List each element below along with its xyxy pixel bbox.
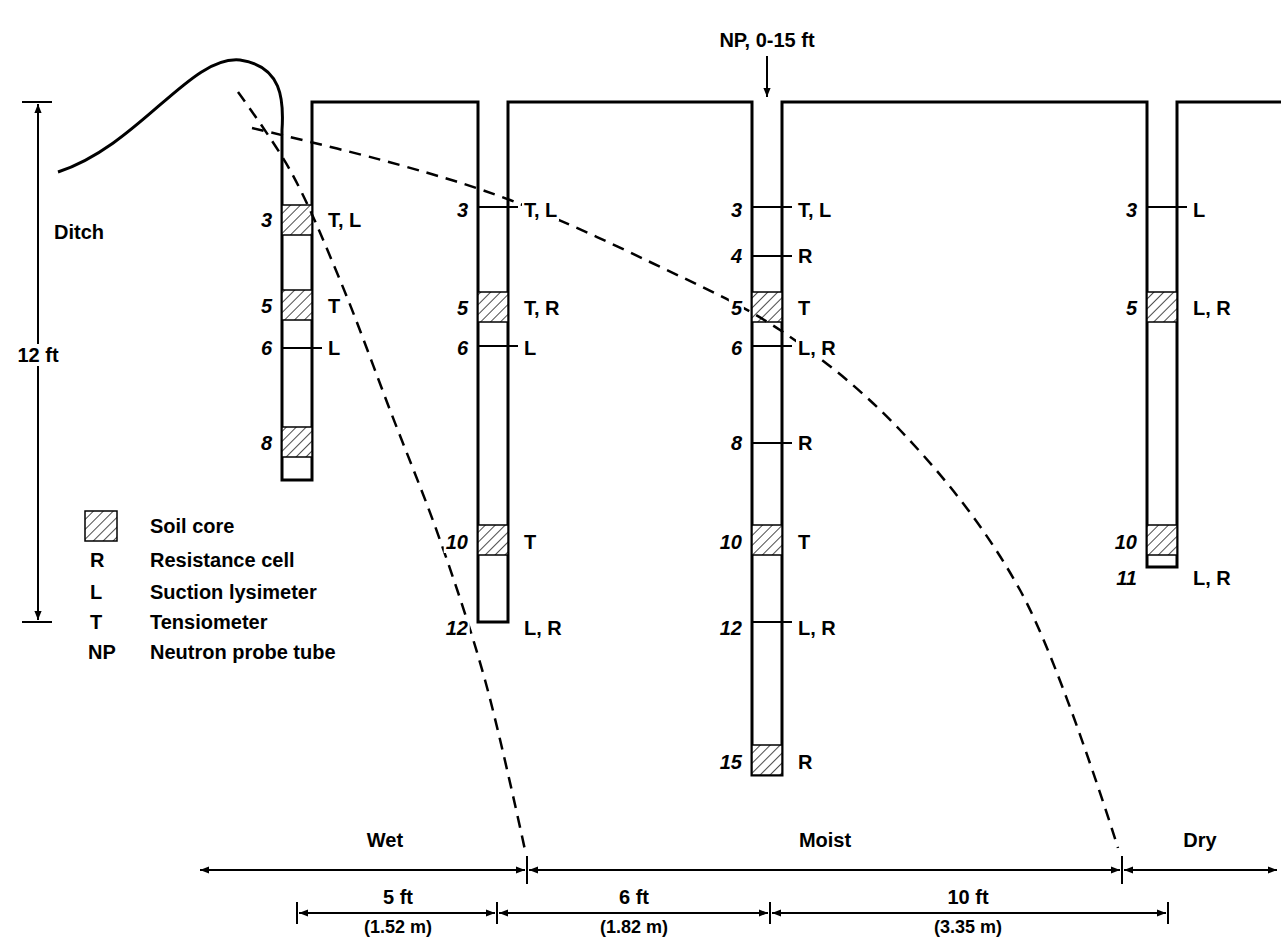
soil-core <box>1147 292 1177 322</box>
instrument-tick <box>282 347 322 349</box>
zone-label: Wet <box>365 829 405 851</box>
depth-number: 10 <box>1113 531 1139 553</box>
instrument-label: L <box>1191 199 1207 221</box>
depth-number: 5 <box>729 297 744 319</box>
soil-core <box>478 292 508 322</box>
np-arrow <box>766 56 768 97</box>
dimension-label: (1.82 m) <box>598 918 670 938</box>
instrument-label: L <box>522 337 538 359</box>
instrument-label: R <box>796 432 814 454</box>
legend-text: Resistance cell <box>150 549 295 571</box>
legend-soil-core-swatch <box>85 511 117 541</box>
instrument-label: L, R <box>796 617 838 639</box>
legend-text: Suction lysimeter <box>150 581 317 603</box>
instrument-label: T, L <box>522 199 559 221</box>
instrument-label: L <box>326 337 342 359</box>
depth-number: 3 <box>1124 199 1139 221</box>
depth-number: 3 <box>455 199 470 221</box>
zone-label: Moist <box>797 829 853 851</box>
soil-core <box>282 427 312 457</box>
soil-core <box>752 745 782 775</box>
soil-core <box>752 525 782 555</box>
depth-number: 3 <box>259 209 274 231</box>
instrument-label: R <box>796 751 814 773</box>
depth-number: 5 <box>455 297 470 319</box>
instrument-tick <box>752 345 792 347</box>
instrument-tick <box>478 206 518 208</box>
depth-number: 11 <box>1114 567 1139 589</box>
zone-label: Dry <box>1181 829 1218 851</box>
dimension-label: 12 ft <box>15 344 60 366</box>
instrument-tick <box>752 442 792 444</box>
instrument-label: L, R <box>1191 567 1233 589</box>
instrument-tick <box>478 345 518 347</box>
dimension-label: (1.52 m) <box>362 918 434 938</box>
dimension-label: (3.35 m) <box>932 918 1004 938</box>
depth-number: 15 <box>718 751 744 773</box>
soil-core <box>282 205 312 235</box>
instrument-label: L, R <box>522 617 564 639</box>
depth-number: 10 <box>718 531 744 553</box>
legend-symbol: R <box>88 549 106 571</box>
legend-symbol: L <box>88 581 104 603</box>
soil-core <box>282 290 312 320</box>
instrument-label: L, R <box>1191 297 1233 319</box>
moisture-boundary <box>238 92 525 850</box>
depth-number: 12 <box>444 617 470 639</box>
instrument-tick <box>752 206 792 208</box>
soil-core <box>478 525 508 555</box>
legend-text: Neutron probe tube <box>150 641 336 663</box>
instrument-label: T, R <box>522 297 562 319</box>
depth-number: 6 <box>729 337 744 359</box>
instrument-tick <box>752 255 792 257</box>
instrument-label: T, L <box>326 209 363 231</box>
instrument-label: T, L <box>796 199 833 221</box>
depth-number: 8 <box>729 432 744 454</box>
depth-number: 8 <box>259 432 274 454</box>
instrument-label: T <box>796 531 812 553</box>
dimension-label: 10 ft <box>945 886 990 908</box>
instrument-ticks <box>282 207 1187 622</box>
legend-text: Soil core <box>150 515 234 537</box>
zone-dimension <box>200 856 1277 884</box>
depth-number: 10 <box>444 531 470 553</box>
soil-core <box>1147 525 1177 555</box>
soil-core <box>752 292 782 322</box>
instrument-label: R <box>796 245 814 267</box>
dimension-label: 5 ft <box>381 886 415 908</box>
instrument-label: T <box>796 297 812 319</box>
dimension-label: 6 ft <box>617 886 651 908</box>
instrument-label: T <box>326 295 342 317</box>
depth-number: 5 <box>1124 297 1139 319</box>
instrument-tick <box>752 621 792 623</box>
depth-number: 3 <box>729 199 744 221</box>
ground-and-boreholes <box>58 60 1281 775</box>
instrument-label: L, R <box>796 337 838 359</box>
soil-cores <box>282 205 1177 775</box>
instrument-tick <box>1147 206 1187 208</box>
depth-number: 4 <box>729 245 744 267</box>
depth-number: 6 <box>259 337 274 359</box>
ditch-label: Ditch <box>52 221 106 243</box>
legend-symbol: T <box>88 611 104 633</box>
moisture-boundary <box>252 128 1118 848</box>
moisture-boundaries <box>238 92 1118 850</box>
depth-number: 12 <box>718 617 744 639</box>
legend-symbol: NP <box>86 641 118 663</box>
depth-number: 6 <box>455 337 470 359</box>
depth-number: 5 <box>259 295 274 317</box>
probe-label: NP, 0-15 ft <box>717 29 816 51</box>
legend-text: Tensiometer <box>150 611 267 633</box>
instrument-label: T <box>522 531 538 553</box>
